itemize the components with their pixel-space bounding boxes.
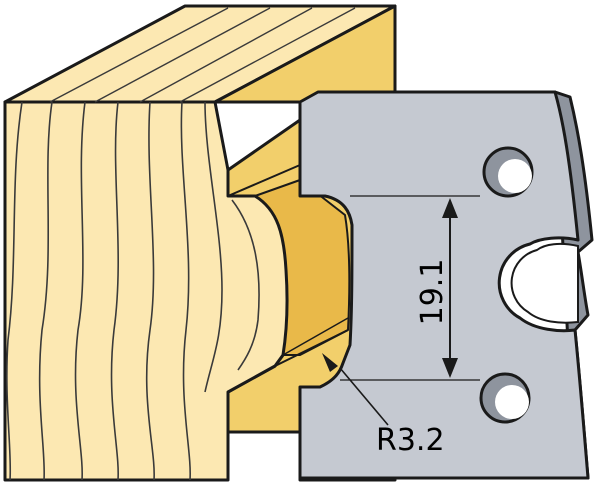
groove-line-upper — [227, 164, 301, 197]
top-grain-line — [94, 7, 271, 103]
grain-line — [204, 101, 223, 393]
radius-leader-line — [339, 367, 389, 426]
top-grain-line — [139, 7, 313, 103]
hole-inner — [498, 159, 532, 193]
wood-top-grain — [49, 7, 356, 103]
radius-dimension-label: R3.2 — [376, 423, 445, 458]
grain-line — [6, 101, 23, 481]
top-grain-line — [49, 7, 229, 103]
groove-line-inner — [282, 317, 349, 356]
grain-line — [74, 101, 86, 481]
height-dimension-label: 19.1 — [415, 259, 450, 326]
arrowhead-up — [442, 198, 458, 218]
steel-knife — [298, 90, 594, 480]
top-grain-line — [179, 7, 356, 103]
mounting-hole-bottom — [479, 372, 531, 424]
semicircle-notch-icon — [510, 242, 579, 324]
arrowhead-down — [442, 358, 458, 378]
grain-line — [38, 101, 53, 481]
wood-grain — [6, 101, 260, 481]
dimension-r3-2: R3.2 — [322, 353, 445, 458]
mounting-hole-top — [482, 146, 534, 198]
grain-line — [231, 199, 260, 371]
grain-line — [145, 101, 155, 481]
dimension-19-1: 19.1 — [340, 195, 480, 381]
grain-line — [180, 101, 191, 481]
radius-arrowhead — [322, 353, 338, 372]
hole-inner — [495, 385, 529, 419]
grain-line — [110, 101, 119, 481]
groove-line-lower — [274, 329, 349, 367]
